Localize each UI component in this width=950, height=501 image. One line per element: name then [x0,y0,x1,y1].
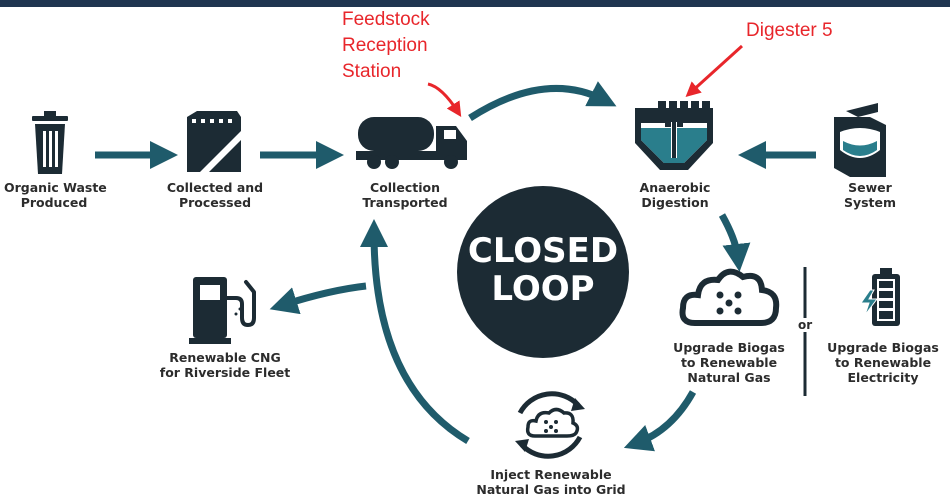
top-banner-bar [0,0,950,7]
label-upgrade-elec: Upgrade Biogas to Renewable Electricity [827,340,939,385]
arrow-loop-to-cng [269,282,367,315]
arrow-digestion-to-upgrade [718,213,751,272]
label-upgrade-rng: Upgrade Biogas to Renewable Natural Gas [673,340,785,385]
closed-loop-line-1: CLOSED [467,231,619,271]
arrow-upgrade-to-inject [623,390,697,452]
digester-pointer-arrow [685,44,744,98]
label-collected: Collected and Processed [166,180,264,210]
feedstock-pointer-arrow [427,82,462,118]
closed-loop-line-2: LOOP [491,269,595,309]
grid-recycle-icon [515,391,585,459]
annotation-feedstock: Feedstock Reception Station [342,9,430,82]
fuel-pump-icon [189,277,256,344]
gas-cloud-icon [679,268,780,326]
or-separator-label: or [796,318,815,332]
battery-charging-icon [860,268,900,326]
label-collection: Collection Transported [362,180,448,210]
closed-loop-badge: CLOSED LOOP [457,186,629,358]
sewer-pipe-icon [834,103,886,177]
arrow-inject-to-truck [360,219,470,445]
tanker-truck-icon [356,117,467,169]
label-digestion: Anaerobic Digestion [639,180,711,210]
label-inject: Inject Renewable Natural Gas into Grid [476,467,626,497]
processing-bin-icon [187,111,241,172]
digester-tank-icon [635,101,713,170]
trash-can-icon [32,111,68,174]
annotation-digester: Digester 5 [746,20,833,41]
arrow-truck-to-digestion [468,81,617,121]
label-organic-waste: Organic Waste Produced [4,180,107,210]
label-cng: Renewable CNG for Riverside Fleet [159,350,291,380]
label-sewer: Sewer System [843,180,897,210]
